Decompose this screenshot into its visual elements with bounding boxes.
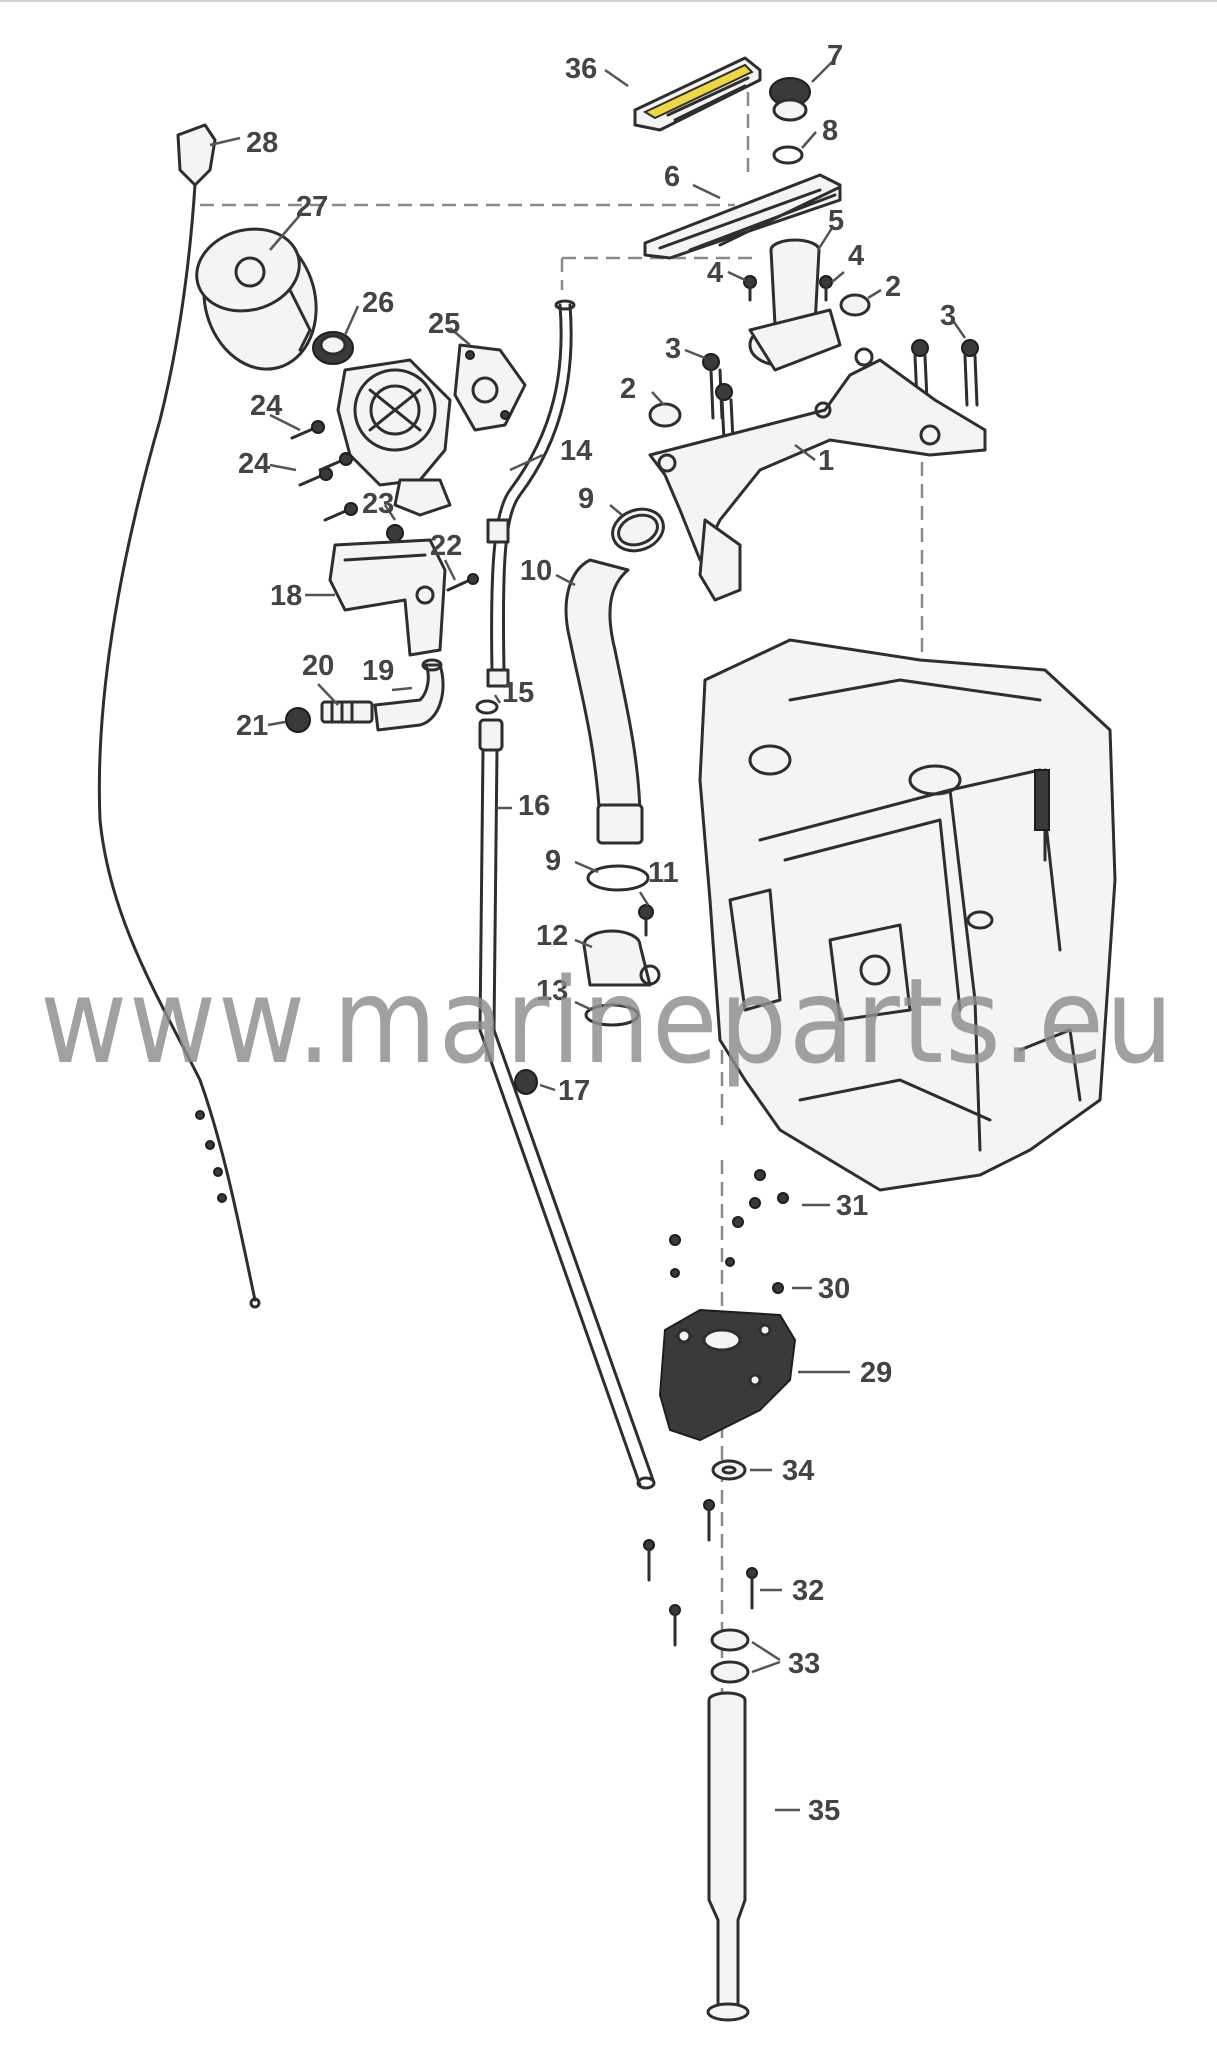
callout-2: 2 <box>885 271 901 303</box>
part-8-o-ring[interactable] <box>772 145 804 165</box>
callout-36: 36 <box>565 53 597 85</box>
callout-3: 3 <box>940 300 956 332</box>
callout-31: 31 <box>836 1190 868 1222</box>
part-4-bolts[interactable] <box>743 275 833 302</box>
part-11-screw[interactable] <box>638 904 654 937</box>
part-28-dipstick[interactable] <box>97 123 261 1309</box>
callout-24: 24 <box>250 390 282 422</box>
callout-12: 12 <box>536 920 568 952</box>
callout-28: 28 <box>246 127 278 159</box>
part-18-bracket[interactable] <box>328 538 447 657</box>
part-19-elbow-hose[interactable] <box>373 658 445 732</box>
callout-25: 25 <box>428 308 460 340</box>
callout-21: 21 <box>236 710 268 742</box>
part-36-cover[interactable] <box>633 56 762 132</box>
callout-14: 14 <box>560 435 592 467</box>
part-2-plugs[interactable] <box>648 293 871 428</box>
callout-35: 35 <box>808 1795 840 1827</box>
part-7-filler-cap[interactable] <box>769 77 811 122</box>
part-13-o-ring[interactable] <box>584 1003 640 1027</box>
callout-34: 34 <box>782 1455 814 1487</box>
callout-4: 4 <box>707 257 723 289</box>
part-27-oil-filter[interactable] <box>187 218 331 382</box>
part-23-filter-housing[interactable] <box>336 358 452 542</box>
callout-11: 11 <box>648 857 679 889</box>
callout-27: 27 <box>296 191 328 223</box>
part-33-rings[interactable] <box>710 1628 750 1684</box>
callout-9: 9 <box>545 845 561 877</box>
part-12-elbow-fitting[interactable] <box>582 929 661 987</box>
part-16-pickup-tube[interactable] <box>478 718 656 1490</box>
part-25-gasket[interactable] <box>453 343 527 432</box>
part-22-screw[interactable] <box>446 573 479 592</box>
part-31-bolts[interactable] <box>669 1169 789 1278</box>
callout-16: 16 <box>518 790 550 822</box>
callout-8: 8 <box>822 115 838 147</box>
callout-5: 5 <box>828 205 844 237</box>
callout-23: 23 <box>362 488 394 520</box>
callout-6: 6 <box>664 161 680 193</box>
engine-block <box>698 638 1117 1192</box>
callout-26: 26 <box>362 287 394 319</box>
part-30-screw[interactable] <box>772 1282 784 1294</box>
callout-4: 4 <box>848 240 864 272</box>
part-14-tube[interactable] <box>486 299 576 688</box>
callout-1: 1 <box>818 445 834 477</box>
part-10-hose[interactable] <box>564 558 644 845</box>
callout-15: 15 <box>502 677 534 709</box>
callout-20: 20 <box>302 650 334 682</box>
part-35-shaft-tube[interactable] <box>706 1691 750 2022</box>
part-20-fitting[interactable] <box>320 700 374 724</box>
callout-30: 30 <box>818 1273 850 1305</box>
callout-2: 2 <box>620 373 636 405</box>
part-6-gasket[interactable] <box>643 173 842 260</box>
callout-9: 9 <box>578 483 594 515</box>
part-34-washer[interactable] <box>711 1459 747 1481</box>
callout-3: 3 <box>665 333 681 365</box>
part-29-oil-pump[interactable] <box>658 1308 797 1442</box>
callout-33: 33 <box>788 1648 820 1680</box>
part-9-upper-clamp[interactable] <box>607 502 670 557</box>
part-9-lower-clamp[interactable] <box>586 864 650 892</box>
callout-24: 24 <box>238 448 270 480</box>
part-17-screen[interactable] <box>514 1069 538 1095</box>
callout-18: 18 <box>270 580 302 612</box>
part-5-filler-neck[interactable] <box>748 238 842 372</box>
callout-labels: 1 2 2 3 3 4 4 5 6 7 8 9 9 10 11 12 13 14… <box>236 40 956 1827</box>
callout-32: 32 <box>792 1575 824 1607</box>
callout-19: 19 <box>362 655 394 687</box>
callout-29: 29 <box>860 1357 892 1389</box>
part-21-cap[interactable] <box>285 707 311 733</box>
part-32-bolts[interactable] <box>643 1499 758 1647</box>
callout-22: 22 <box>430 530 462 562</box>
part-3-bolts[interactable] <box>702 339 979 442</box>
leader-lines <box>209 61 967 1812</box>
callout-7: 7 <box>827 40 843 72</box>
part-15-ring[interactable] <box>475 699 499 715</box>
callout-10: 10 <box>520 555 552 587</box>
part-1-mounting-bracket[interactable] <box>648 347 987 602</box>
part-26-fitting[interactable] <box>312 331 354 365</box>
callout-17: 17 <box>558 1075 590 1107</box>
watermark: www.marineparts.eu <box>40 952 1175 1090</box>
callout-13: 13 <box>536 975 568 1007</box>
part-24-bolts[interactable] <box>290 420 358 522</box>
top-border <box>0 0 1217 2</box>
